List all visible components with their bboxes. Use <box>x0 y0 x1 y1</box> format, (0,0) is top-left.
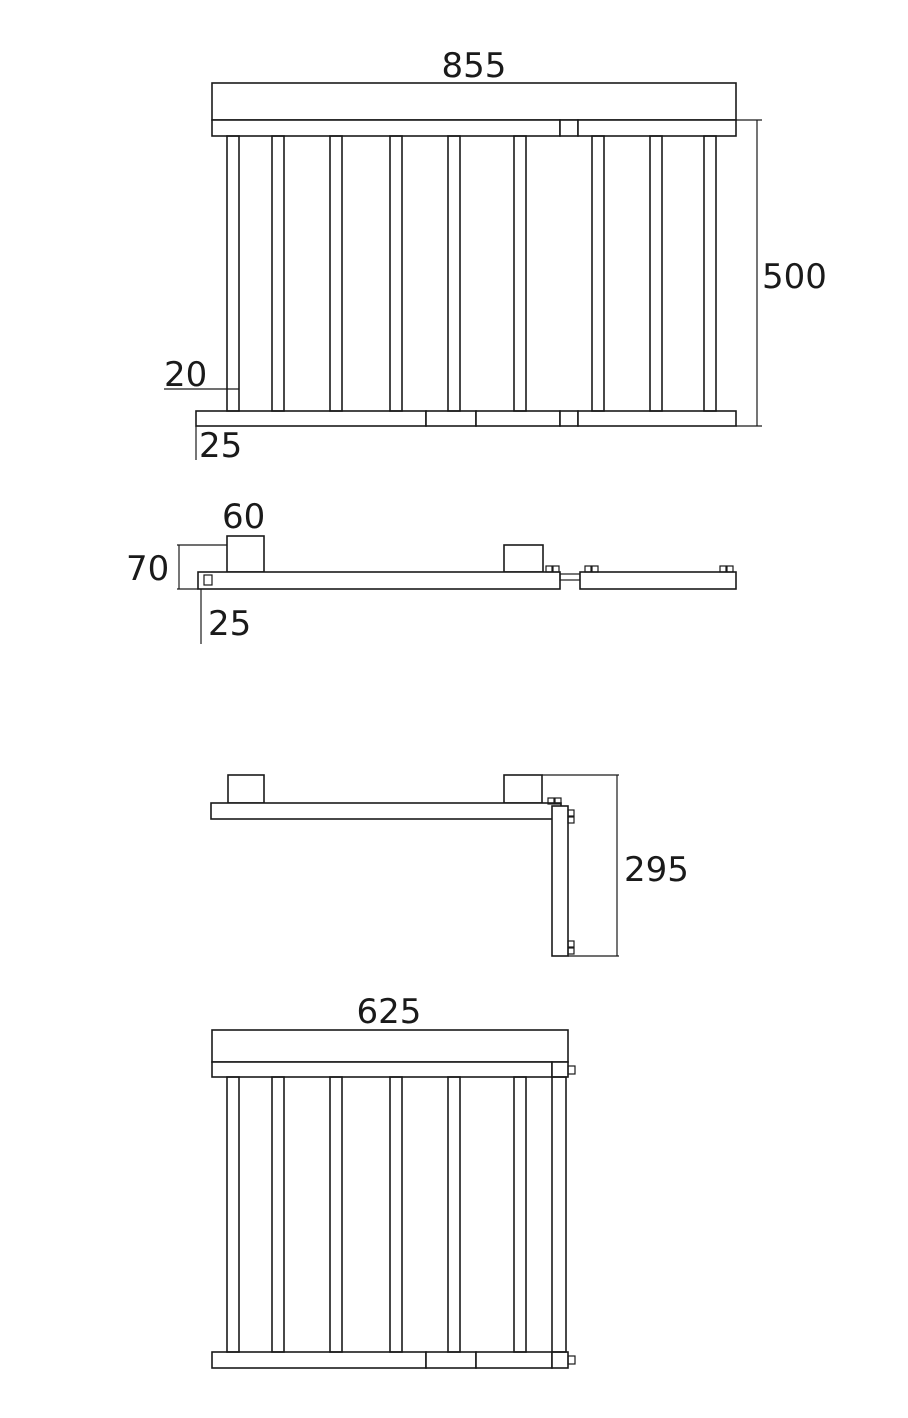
front-bar-1 <box>226 135 240 412</box>
folded-front-bar-1 <box>226 1076 240 1353</box>
folded-front-top-hinge <box>551 1061 569 1078</box>
front-bar-7 <box>591 135 605 412</box>
folded-wing <box>551 805 569 957</box>
front-bar-4 <box>389 135 403 412</box>
top-bolt-4 <box>591 565 599 573</box>
folded-front-top-rail <box>211 1061 553 1078</box>
front-top-rail-right <box>577 119 737 137</box>
front-height-label: 500 <box>762 257 827 297</box>
front-bar-5 <box>447 135 461 412</box>
folded-front-width-label: 625 <box>357 992 422 1032</box>
folded-front-bar-2 <box>271 1076 285 1353</box>
front-bar-8 <box>649 135 663 412</box>
folded-side-view: 295 <box>210 774 689 957</box>
top-bracket-right <box>503 544 544 573</box>
folded-front-bottom-bracket <box>425 1351 477 1369</box>
top-view: 60 70 25 <box>126 497 737 644</box>
top-bolt-5 <box>719 565 727 573</box>
folded-front-bar-3 <box>329 1076 343 1353</box>
top-bracket-left <box>226 535 265 573</box>
folded-front-bottom-rail-left <box>211 1351 427 1369</box>
folded-front-vertical-bars <box>226 1076 527 1353</box>
folded-front-bar-4 <box>389 1076 403 1353</box>
folded-plate-main <box>210 802 562 820</box>
bracket-width-label: 60 <box>222 497 265 537</box>
front-dimension-box <box>211 82 737 121</box>
top-hinge-link <box>559 573 581 581</box>
folded-bolt-5 <box>567 940 575 948</box>
folded-bolt-2 <box>554 797 562 805</box>
folded-front-knob-bottom <box>567 1355 576 1365</box>
top-bolt-6 <box>726 565 734 573</box>
front-top-hinge <box>559 119 579 137</box>
front-width-label: 855 <box>442 46 507 86</box>
top-plate-main <box>197 571 561 590</box>
folded-front-bottom-rail-right <box>475 1351 553 1369</box>
folded-bracket-left <box>227 774 265 804</box>
top-bolt-3 <box>584 565 592 573</box>
folded-front-knob-top <box>567 1065 576 1075</box>
bracket-height-label: 70 <box>126 549 169 589</box>
front-bar-3 <box>329 135 343 412</box>
folded-front-wing-edge <box>551 1076 567 1353</box>
folded-bolt-3 <box>567 809 575 817</box>
top-end-cap <box>203 574 213 586</box>
front-view: 855 500 20 25 <box>164 46 827 466</box>
front-bottom-rail-right <box>577 410 737 427</box>
front-vertical-bars <box>226 135 717 412</box>
front-bar-9 <box>703 135 717 412</box>
base-offset-label: 25 <box>199 426 242 466</box>
top-bolt-2 <box>552 565 560 573</box>
folded-bolt-6 <box>567 947 575 955</box>
top-plate-wing <box>579 571 737 590</box>
front-bar-2 <box>271 135 285 412</box>
bar-width-label: 20 <box>164 355 207 395</box>
folded-bolt-4 <box>567 816 575 824</box>
front-top-rail-left <box>211 119 561 137</box>
folded-front-view: 625 <box>211 992 576 1369</box>
front-bottom-bracket <box>425 410 477 427</box>
front-bottom-hinge <box>559 410 579 427</box>
folded-front-dimension-box <box>211 1029 569 1063</box>
folded-depth-label: 295 <box>624 850 689 890</box>
front-bottom-rail-mid <box>475 410 561 427</box>
folded-bracket-right <box>503 774 543 804</box>
folded-front-bar-5 <box>447 1076 461 1353</box>
folded-front-bar-6 <box>513 1076 527 1353</box>
folded-bolt-1 <box>547 797 555 805</box>
base-thickness-label: 25 <box>208 604 251 644</box>
folded-front-bottom-hinge <box>551 1351 569 1369</box>
top-bolt-1 <box>545 565 553 573</box>
front-bar-6 <box>513 135 527 412</box>
front-bottom-rail-left <box>195 410 427 427</box>
